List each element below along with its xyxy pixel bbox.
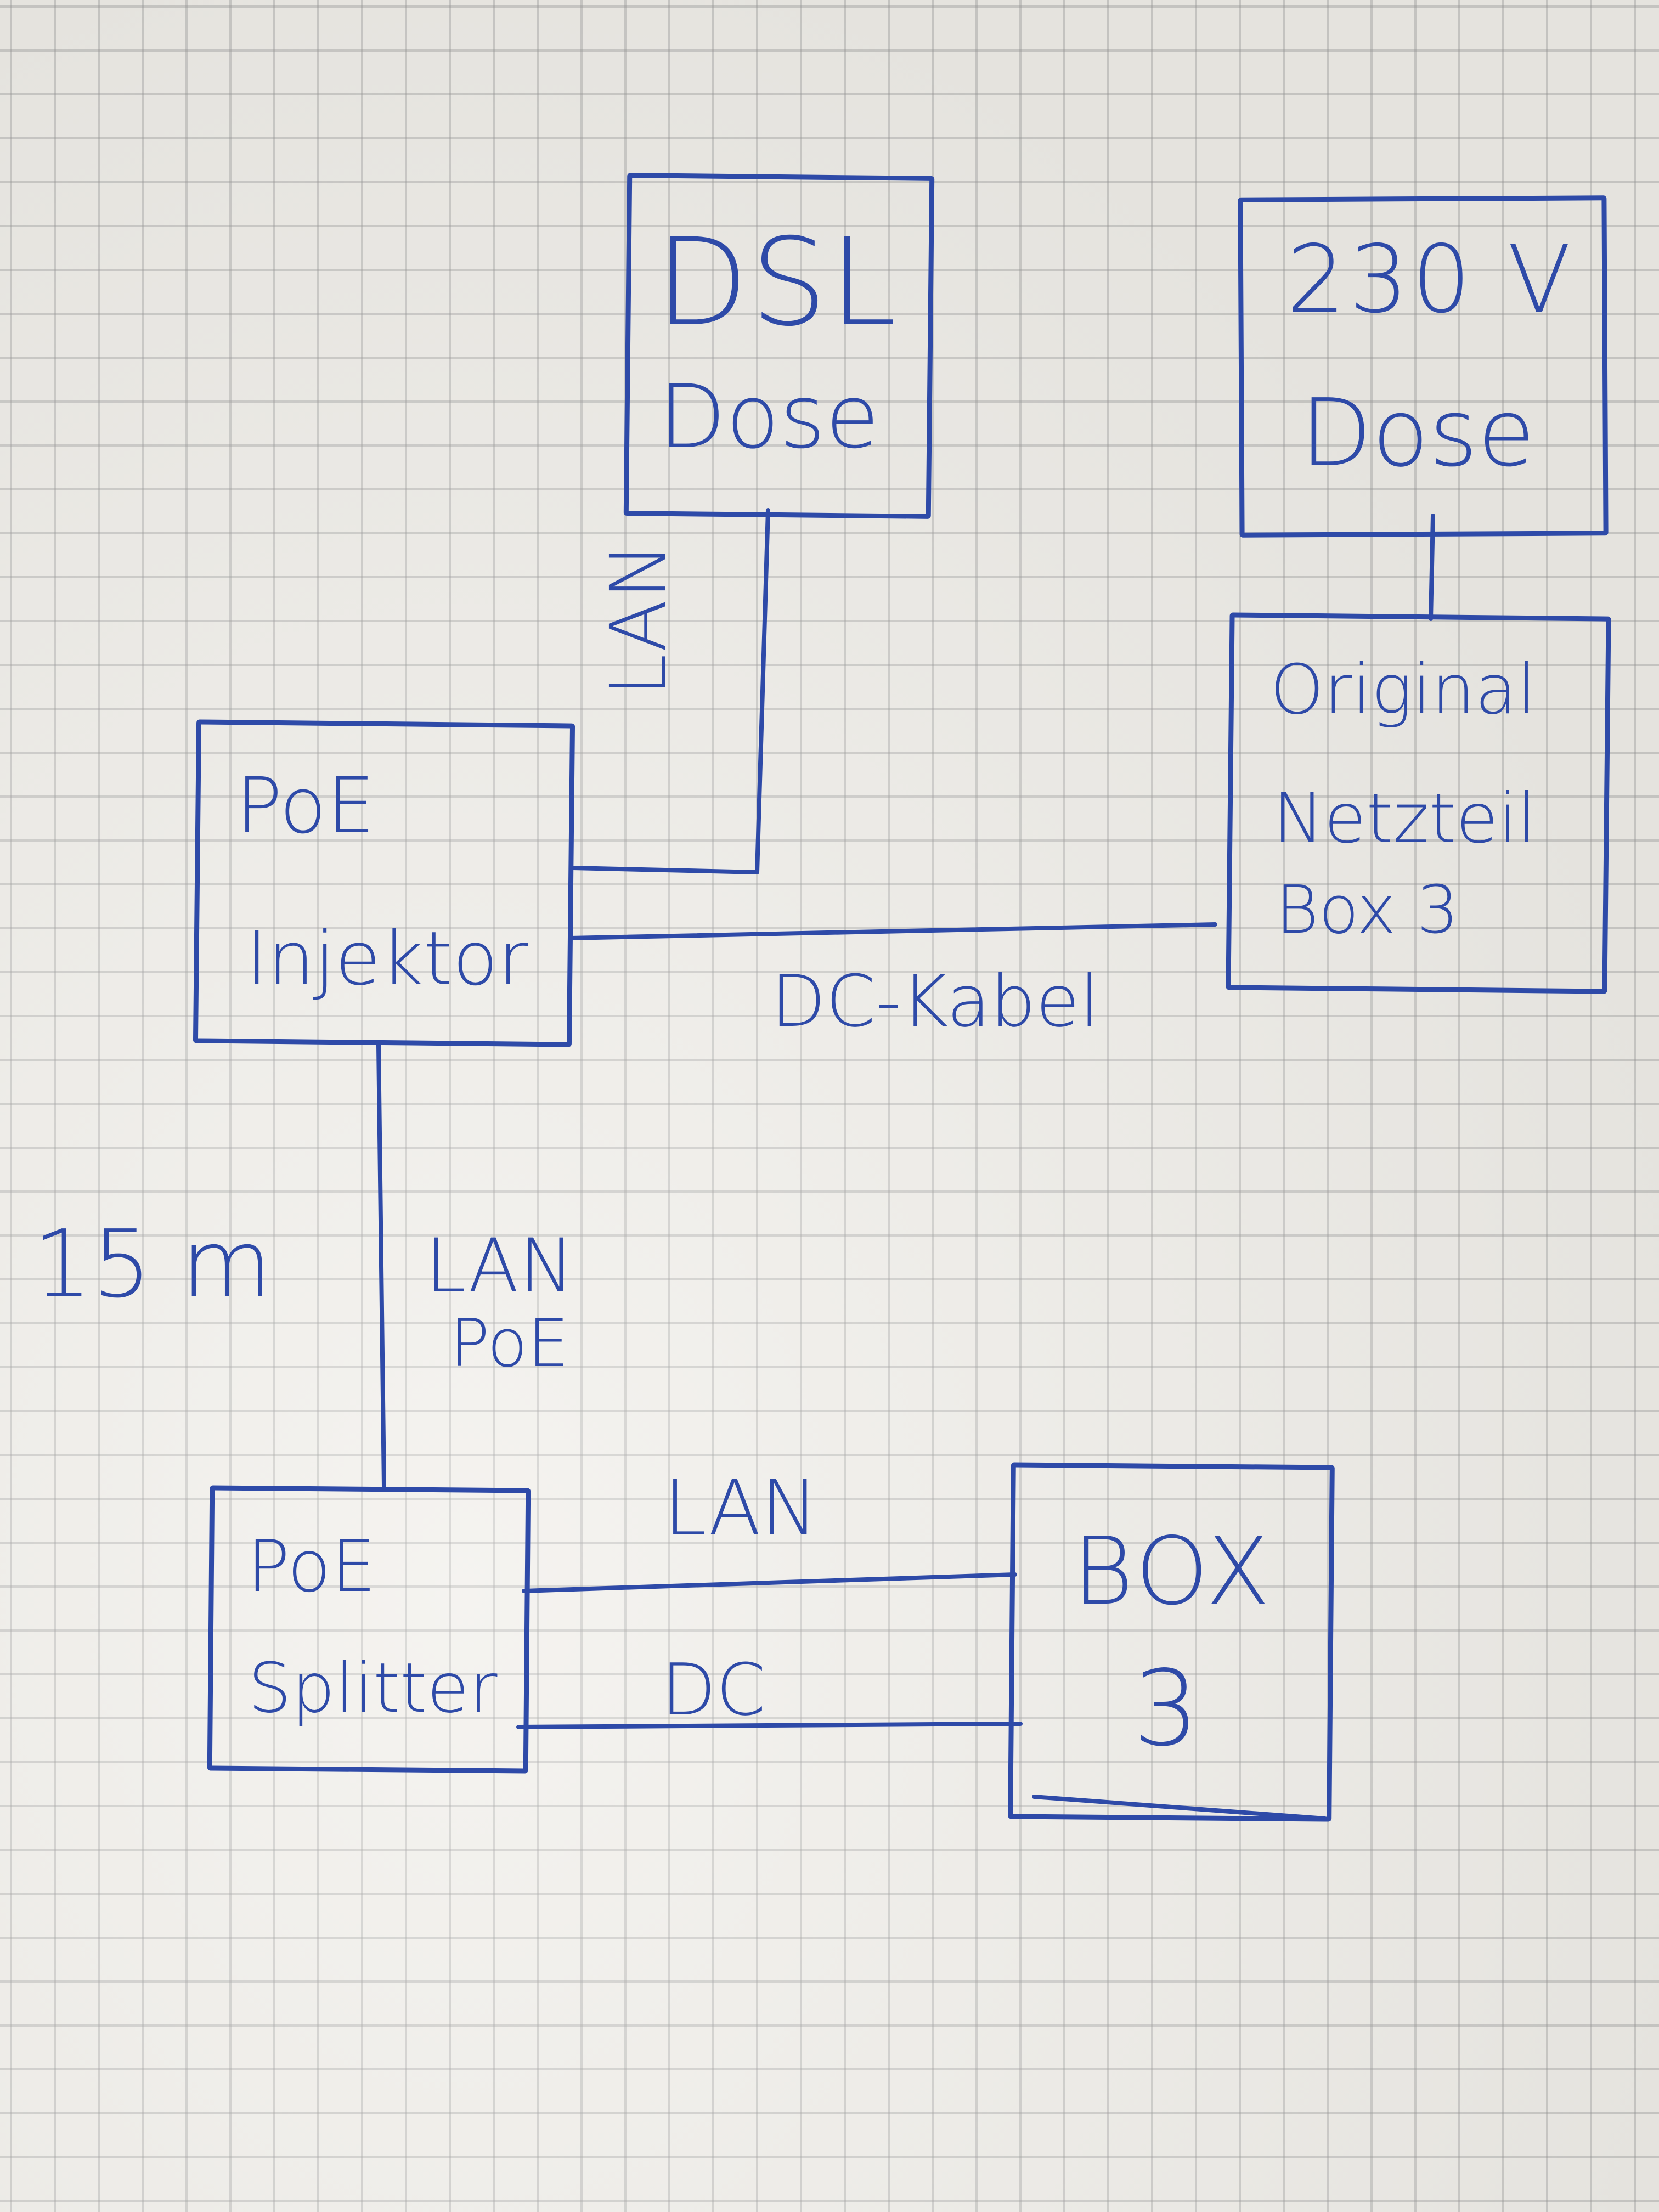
edge-label-splitter-box-lan: LAN	[664, 1464, 819, 1553]
netzteil-label-line1: Original	[1270, 650, 1536, 730]
edge-label-15m: 15 m	[33, 1210, 272, 1319]
splitter-label-line2: Splitter	[248, 1649, 498, 1728]
splitter-label-line1: PoE	[247, 1525, 376, 1608]
edge-label-dc-kabel: DC-Kabel	[771, 960, 1100, 1043]
edge-psu-injector-dc	[568, 922, 1217, 940]
edge-label-splitter-box-dc: DC	[661, 1648, 766, 1731]
edge-injector-splitter-poe	[376, 1043, 386, 1489]
box3-label-line2: 3	[1133, 1648, 1199, 1769]
edge-splitter-box-lan	[522, 1572, 1017, 1593]
dsl-dose-label-line1: DSL	[656, 212, 899, 353]
edge-splitter-box-dc	[516, 1722, 1023, 1729]
injektor-label-line1: PoE	[236, 761, 375, 851]
edge-label-lan-poe-line1: LAN	[425, 1223, 574, 1309]
netzteil-label-line3: Box 3	[1276, 872, 1459, 949]
230v-dose-label-line1: 230 V	[1286, 225, 1575, 334]
box3-label-line1: BOX	[1073, 1517, 1273, 1626]
edge-dsl-injector-lan	[571, 508, 770, 874]
box3-bottom-stroke	[1032, 1795, 1327, 1821]
edge-power-psu	[1429, 514, 1435, 621]
injektor-label-line2: Injektor	[246, 916, 529, 1002]
netzteil-label-line2: Netzteil	[1273, 779, 1537, 859]
edge-label-lan-poe-line2: PoE	[450, 1306, 569, 1382]
dsl-dose-label-line2: Dose	[658, 365, 879, 468]
230v-dose-label-line2: Dose	[1300, 379, 1536, 488]
edge-label-lan-vertical: LAN	[594, 542, 684, 697]
